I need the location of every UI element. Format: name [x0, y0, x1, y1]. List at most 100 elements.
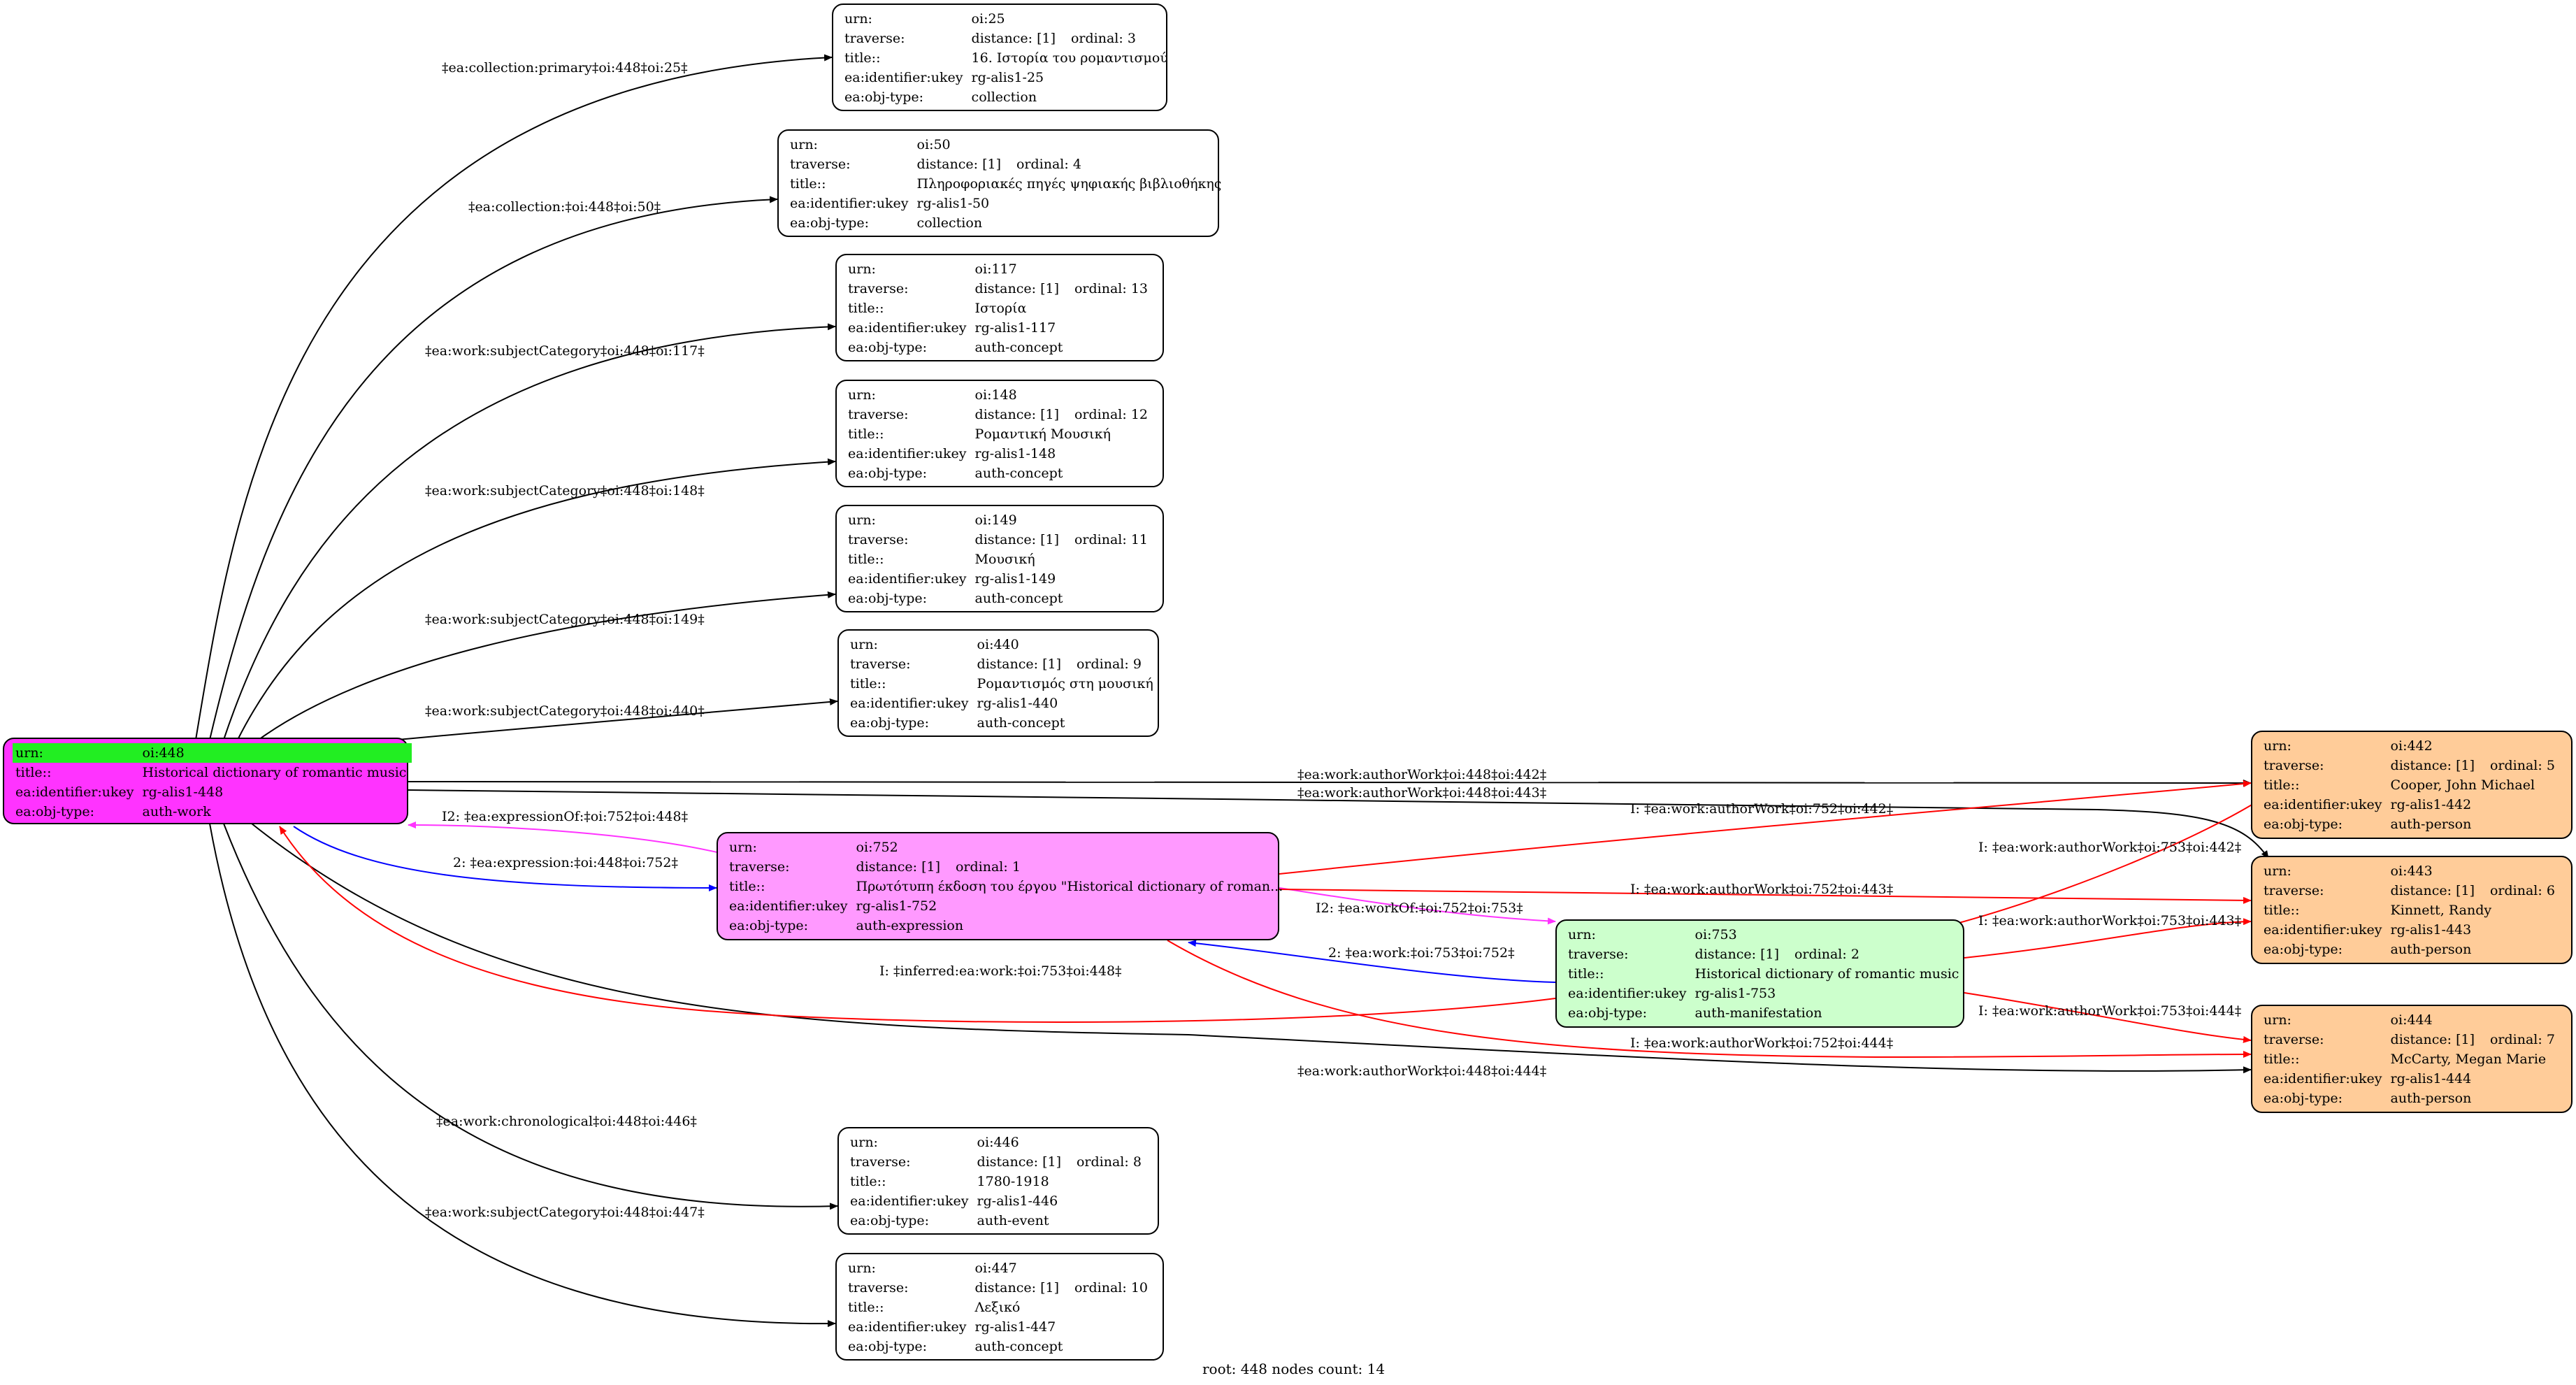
ordinal-value: ordinal: 6: [2489, 883, 2555, 898]
type-value: auth-concept: [977, 715, 1065, 731]
ordinal-value: ordinal: 3: [1070, 31, 1136, 46]
urn-value: oi:149: [974, 512, 1017, 528]
traverse-key: traverse:: [790, 157, 851, 172]
urn-key: urn:: [2264, 863, 2291, 879]
root-node-448[interactable]: urn:oi:448 title::Historical dictionary …: [3, 738, 412, 824]
traverse-key: traverse:: [2264, 1032, 2324, 1047]
type-value: auth-concept: [974, 466, 1063, 481]
title-key: title::: [790, 176, 826, 192]
title-key: title::: [2264, 1052, 2300, 1067]
urn-key: urn:: [850, 637, 878, 652]
ukey-value: rg-alis1-148: [974, 446, 1056, 461]
traverse-key: traverse:: [848, 281, 909, 296]
edge-label-753-443: I: ‡ea:work:authorWork‡oi:753‡oi:443‡: [1978, 913, 2241, 928]
ukey-key: ea:identifier:ukey: [850, 696, 969, 711]
title-value: Ιστορία: [974, 301, 1027, 316]
ordinal-value: ordinal: 10: [1074, 1280, 1149, 1296]
ordinal-value: ordinal: 8: [1076, 1154, 1142, 1170]
urn-key: urn:: [848, 1261, 876, 1276]
urn-value: oi:446: [977, 1135, 1019, 1150]
edge-label-50: ‡ea:collection:‡oi:448‡oi:50‡: [468, 199, 661, 215]
title-value: Λεξικό: [974, 1300, 1021, 1315]
ordinal-value: ordinal: 4: [1016, 157, 1081, 172]
urn-key: urn:: [848, 261, 876, 277]
type-value: collection: [971, 89, 1037, 105]
type-value: auth-person: [2390, 1091, 2472, 1106]
urn-value: oi:440: [977, 637, 1019, 652]
ukey-value: rg-alis1-25: [971, 70, 1044, 85]
type-value: auth-expression: [856, 918, 964, 933]
ordinal-value: ordinal: 13: [1074, 281, 1149, 296]
edge-148: [237, 458, 836, 740]
ordinal-value: ordinal: 12: [1074, 407, 1149, 422]
type-value: auth-work: [142, 804, 211, 819]
title-value: 16. Ιστορία του ρομαντισμού: [971, 50, 1168, 66]
urn-key: urn:: [729, 840, 757, 855]
distance-value: distance: [1]: [977, 656, 1061, 672]
urn-key: urn:: [850, 1135, 878, 1150]
urn-key: urn:: [2264, 738, 2291, 754]
ukey-value: rg-alis1-448: [142, 784, 224, 800]
type-key: ea:obj-type:: [844, 89, 924, 105]
edge-753-442: [1953, 791, 2273, 925]
edge-label-inferred: I: ‡inferred:ea:work:‡oi:753‡oi:448‡: [879, 963, 1122, 979]
distance-value: distance: [1]: [974, 532, 1059, 547]
distance-value: distance: [1]: [974, 1280, 1059, 1296]
title-key: title::: [729, 879, 765, 894]
urn-value: oi:442: [2390, 738, 2433, 754]
type-key: ea:obj-type:: [15, 804, 95, 819]
distance-value: distance: [1]: [1694, 947, 1779, 962]
distance-value: distance: [1]: [2390, 758, 2475, 773]
title-value: Μουσική: [974, 552, 1035, 567]
edge-50: [209, 196, 778, 740]
edge-label-440: ‡ea:work:subjectCategory‡oi:448‡oi:440‡: [425, 703, 705, 719]
title-value: Ρομαντισμός στη μουσική: [977, 676, 1153, 691]
edge-expression: [293, 826, 717, 891]
traverse-key: traverse:: [1568, 947, 1629, 962]
title-value: Cooper, John Michael: [2390, 777, 2535, 793]
edge-label-753-442: I: ‡ea:work:authorWork‡oi:753‡oi:442‡: [1978, 840, 2241, 855]
edge-753-444: [1964, 992, 2252, 1043]
edge-label-expression: 2: ‡ea:expression:‡oi:448‡oi:752‡: [453, 855, 678, 870]
traverse-key: traverse:: [844, 31, 905, 46]
type-value: auth-person: [2390, 817, 2472, 832]
edge-label-752-443: I: ‡ea:work:authorWork‡oi:752‡oi:443‡: [1630, 882, 1893, 897]
ukey-value: rg-alis1-447: [974, 1319, 1056, 1335]
edge-149: [258, 591, 836, 740]
urn-key: urn:: [848, 512, 876, 528]
edge-447: [209, 823, 836, 1328]
ordinal-value: ordinal: 11: [1074, 532, 1149, 547]
distance-value: distance: [1]: [2390, 883, 2475, 898]
urn-key: urn:: [2264, 1012, 2291, 1028]
type-key: ea:obj-type:: [848, 591, 928, 606]
urn-key: urn:: [790, 137, 818, 152]
edge-label-447: ‡ea:work:subjectCategory‡oi:448‡oi:447‡: [425, 1205, 705, 1220]
type-value: auth-manifestation: [1694, 1005, 1822, 1021]
urn-value: oi:50: [916, 137, 951, 152]
title-key: title::: [2264, 903, 2300, 918]
ordinal-value: ordinal: 7: [2489, 1032, 2555, 1047]
ukey-key: ea:identifier:ukey: [729, 898, 848, 914]
ukey-value: rg-alis1-753: [1694, 986, 1776, 1001]
edge-label-148: ‡ea:work:subjectCategory‡oi:448‡oi:148‡: [425, 483, 705, 498]
distance-value: distance: [1]: [977, 1154, 1061, 1170]
type-key: ea:obj-type:: [729, 918, 809, 933]
title-key: title::: [2264, 777, 2300, 793]
ukey-value: rg-alis1-442: [2390, 797, 2472, 812]
traverse-key: traverse:: [729, 859, 790, 875]
ukey-key: ea:identifier:ukey: [848, 1319, 967, 1335]
